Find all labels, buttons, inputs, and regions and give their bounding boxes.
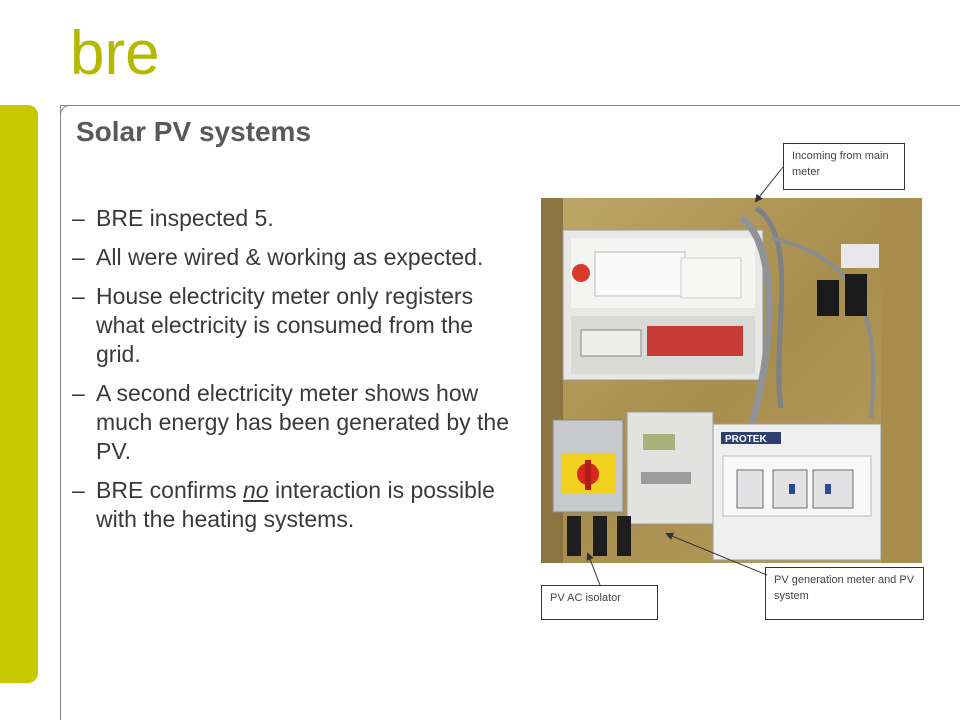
callout-pv-generation-meter: PV generation meter and PV system xyxy=(765,567,924,620)
svg-text:PROTEK: PROTEK xyxy=(725,434,767,445)
frame-corner xyxy=(60,105,75,120)
bullet-item: –A second electricity meter shows how mu… xyxy=(72,380,510,464)
arrow-incoming xyxy=(754,166,784,203)
svg-text:bre: bre xyxy=(70,22,160,84)
frame-line-left xyxy=(60,105,61,720)
bullet-item: –BRE confirms no interaction is possible… xyxy=(72,477,495,532)
frame-line-top xyxy=(60,105,960,106)
bullet-list: –BRE inspected 5. –All were wired & work… xyxy=(72,204,522,544)
callout-pv-ac-isolator: PV AC isolator xyxy=(541,585,658,620)
bullet-item: –All were wired & working as expected. xyxy=(72,244,484,270)
callout-incoming-from-main-meter: Incoming from main meter xyxy=(783,143,905,190)
accent-side-bar xyxy=(0,105,38,683)
bre-logo: bre xyxy=(70,22,160,84)
bullet-item: –House electricity meter only registers … xyxy=(72,283,474,367)
pv-installation-photo: PROTEK xyxy=(541,198,922,563)
emphasis-no: no xyxy=(242,477,269,503)
bullet-item: –BRE inspected 5. xyxy=(72,205,274,231)
slide-title: Solar PV systems xyxy=(76,116,312,147)
